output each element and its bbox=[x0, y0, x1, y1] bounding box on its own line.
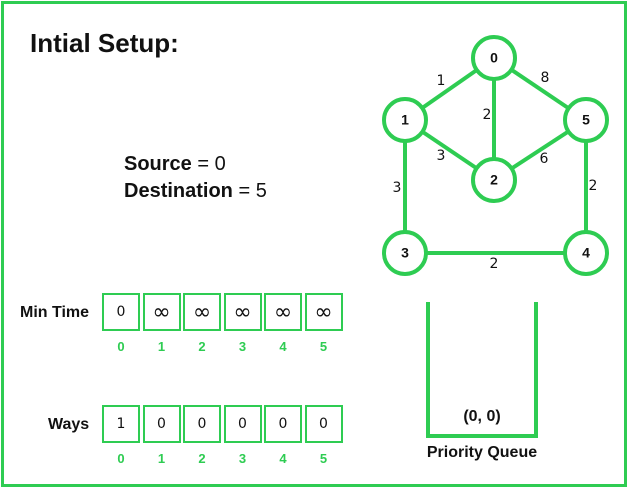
priority-queue-label: Priority Queue bbox=[426, 444, 538, 461]
ways-cell-0: 1 bbox=[102, 405, 140, 443]
source-label: Source bbox=[124, 153, 192, 175]
min-time-cell-2: ∞ bbox=[183, 293, 221, 331]
ways-cell-4: 0 bbox=[264, 405, 302, 443]
graph-node-label-4: 4 bbox=[582, 245, 590, 261]
destination-label: Destination bbox=[124, 180, 233, 202]
ways-cell-3: 0 bbox=[223, 405, 262, 443]
source-info: Source = 0 bbox=[124, 153, 226, 175]
min-time-cell-1: ∞ bbox=[142, 293, 181, 331]
priority-queue-item: (0, 0) bbox=[463, 408, 501, 425]
ways-index-3: 3 bbox=[238, 451, 247, 466]
min-time-cell-0: 0 bbox=[102, 293, 140, 331]
graph-node-4 bbox=[563, 230, 609, 276]
ways-index-1: 1 bbox=[157, 451, 166, 466]
ways-index-5: 5 bbox=[319, 451, 328, 466]
graph-node-label-1: 1 bbox=[401, 112, 409, 128]
edge-weight-1-2: 3 bbox=[437, 148, 446, 164]
min-time-cell-4: ∞ bbox=[264, 293, 302, 331]
graph-node-3 bbox=[382, 230, 428, 276]
min-time-index-0: 0 bbox=[117, 339, 125, 354]
destination-value: 5 bbox=[255, 180, 267, 202]
ways-index-4: 4 bbox=[279, 451, 287, 466]
edge-weight-0-5: 8 bbox=[541, 70, 550, 86]
ways-index-0: 0 bbox=[117, 451, 125, 466]
graph-node-label-3: 3 bbox=[401, 245, 409, 261]
ways-label: Ways bbox=[48, 416, 90, 433]
edge-weight-2-5: 6 bbox=[540, 151, 549, 167]
ways-cell-1: 0 bbox=[142, 405, 181, 443]
edge-weight-0-1: 1 bbox=[437, 73, 446, 89]
page-title: Intial Setup: bbox=[30, 28, 179, 58]
min-time-cell-5: ∞ bbox=[304, 293, 343, 331]
min-time-index-4: 4 bbox=[279, 339, 287, 354]
graph-node-5 bbox=[563, 97, 609, 143]
min-time-index-5: 5 bbox=[319, 339, 328, 354]
min-time-index-3: 3 bbox=[238, 339, 247, 354]
graph-node-2 bbox=[471, 157, 517, 203]
graph-node-label-5: 5 bbox=[582, 112, 590, 128]
edge-weight-1-3: 3 bbox=[393, 180, 402, 196]
edge-weight-5-4: 2 bbox=[589, 178, 598, 194]
ways-index-2: 2 bbox=[198, 451, 206, 466]
min-time-label: Min Time bbox=[20, 304, 90, 321]
graph-node-label-2: 2 bbox=[490, 172, 498, 188]
min-time-index-2: 2 bbox=[198, 339, 206, 354]
priority-queue-bucket bbox=[426, 302, 538, 438]
edge-weight-3-4: 2 bbox=[490, 256, 499, 272]
edge-weight-0-2: 2 bbox=[483, 107, 492, 123]
min-time-index-1: 1 bbox=[157, 339, 166, 354]
min-time-cell-3: ∞ bbox=[223, 293, 262, 331]
destination-info: Destination = 5 bbox=[124, 180, 267, 202]
ways-cell-2: 0 bbox=[183, 405, 221, 443]
graph-node-1 bbox=[382, 97, 428, 143]
source-value: 0 bbox=[214, 153, 226, 175]
graph-node-0 bbox=[471, 35, 517, 81]
graph-node-label-0: 0 bbox=[490, 50, 498, 66]
ways-cell-5: 0 bbox=[304, 405, 343, 443]
